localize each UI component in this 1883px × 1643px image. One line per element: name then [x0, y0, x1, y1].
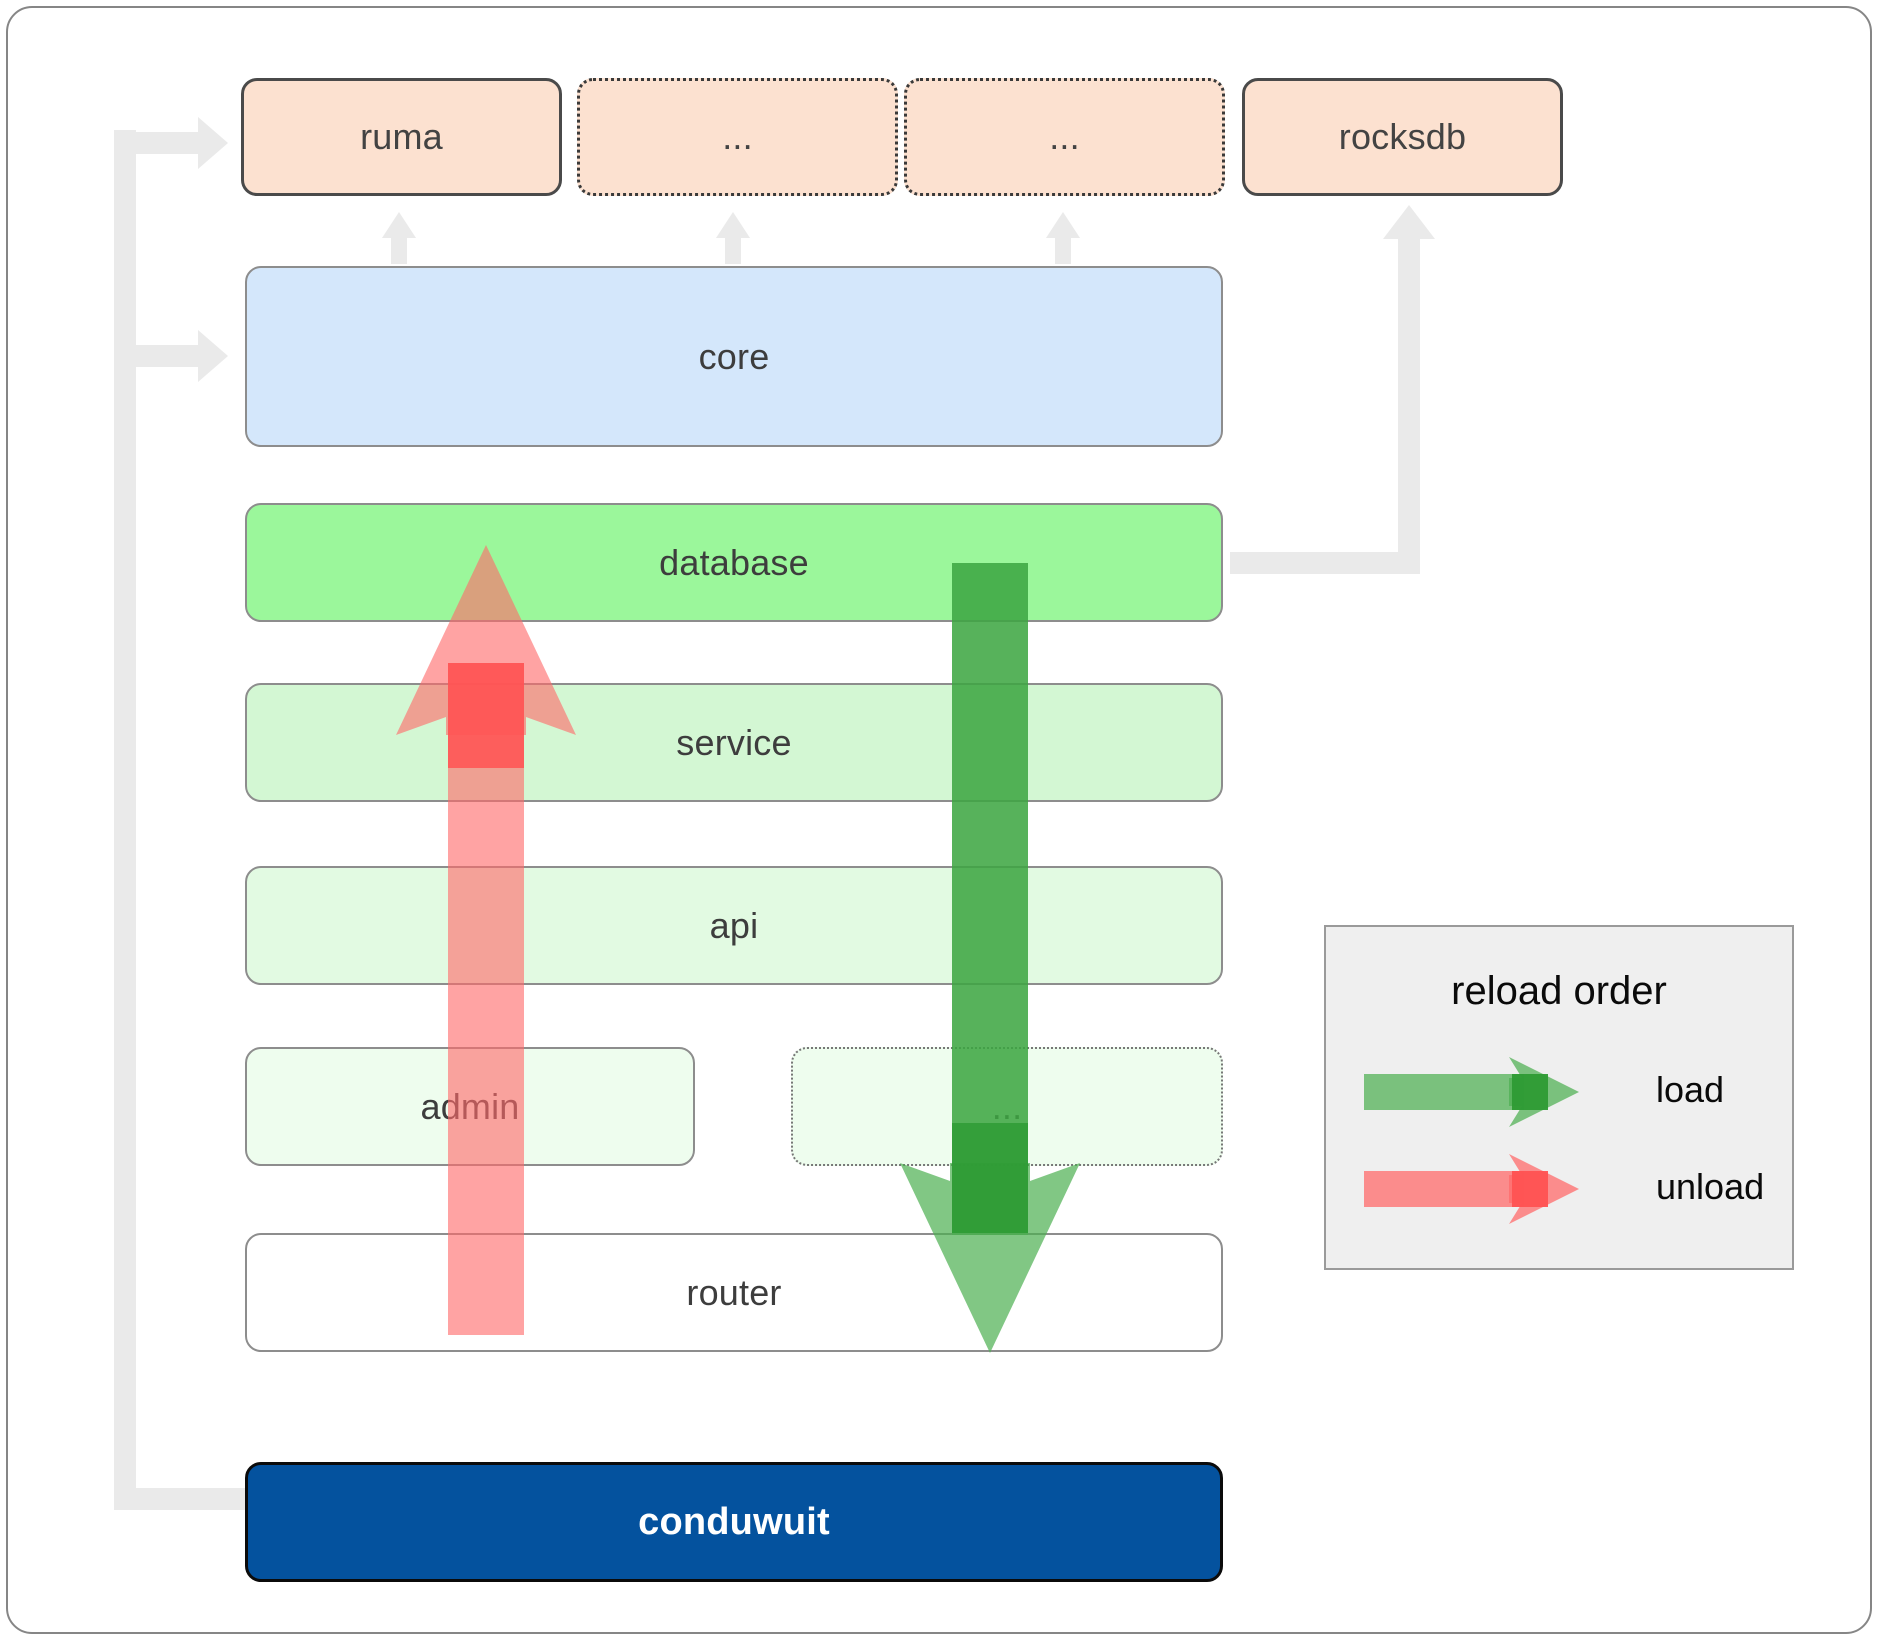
tick-arrow-dots1: [716, 212, 750, 264]
dependency-label-dots2: ...: [1049, 116, 1080, 157]
legend-panel: reload order load unload: [1324, 925, 1794, 1270]
dependency-label-dots1: ...: [722, 116, 753, 157]
dependency-label-rocksdb: rocksdb: [1338, 116, 1467, 157]
core-box[interactable]: core: [245, 266, 1223, 447]
unload-arrow: [386, 545, 586, 1335]
dependency-box-rocksdb[interactable]: rocksdb: [1242, 78, 1563, 196]
connector-arrowhead-ruma: [198, 117, 228, 169]
legend-label-load: load: [1656, 1069, 1725, 1110]
legend-row-load: [1364, 1052, 1594, 1132]
connector-arrowhead-core: [198, 330, 228, 382]
connector-branch-core: [114, 345, 204, 367]
layer-label-api: api: [709, 904, 759, 946]
connector-left-rail: [114, 130, 136, 1510]
layer-box-api[interactable]: api: [245, 866, 1223, 985]
connector-arrowhead-rocksdb: [1383, 205, 1435, 239]
connector-database-to-rocksdb-h: [1230, 552, 1420, 574]
legend-label-unload: unload: [1656, 1166, 1765, 1207]
tick-arrow-dots2: [1046, 212, 1080, 264]
dependency-box-dots2[interactable]: ...: [904, 78, 1225, 196]
root-box-conduwuit[interactable]: conduwuit: [245, 1462, 1223, 1582]
layer-label-service: service: [676, 721, 792, 763]
layer-label-database: database: [659, 541, 809, 583]
connector-database-to-rocksdb-v: [1398, 236, 1420, 574]
layer-box-router[interactable]: router: [245, 1233, 1223, 1352]
tick-arrow-ruma: [382, 212, 416, 264]
load-arrow: [890, 563, 1090, 1353]
connector-to-conduwuit: [114, 1488, 250, 1510]
legend-row-unload: [1364, 1149, 1594, 1229]
layer-box-database[interactable]: database: [245, 503, 1223, 622]
core-label: core: [698, 335, 770, 377]
connector-branch-ruma: [114, 132, 204, 154]
layer-box-service[interactable]: service: [245, 683, 1223, 802]
root-label-conduwuit: conduwuit: [638, 1500, 830, 1543]
legend-title: reload order: [1451, 969, 1667, 1013]
dependency-label-ruma: ruma: [360, 116, 443, 157]
layer-label-router: router: [686, 1271, 782, 1313]
dependency-box-ruma[interactable]: ruma: [241, 78, 562, 196]
dependency-box-dots1[interactable]: ...: [577, 78, 898, 196]
